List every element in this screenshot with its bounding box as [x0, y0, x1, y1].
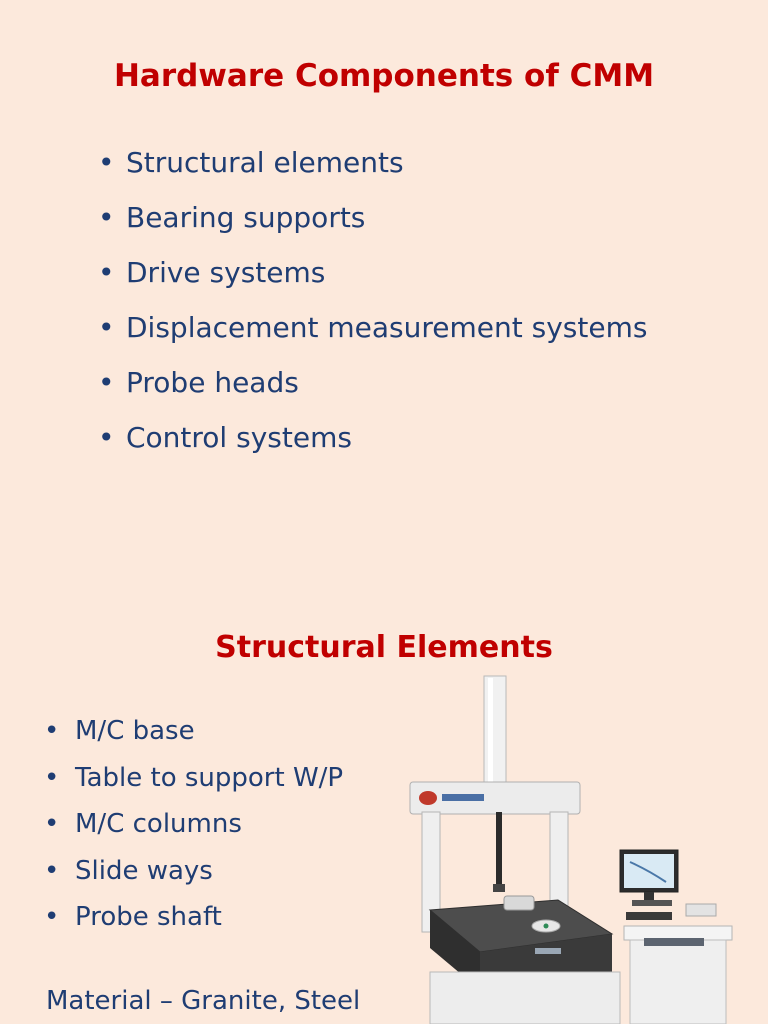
slide-title: Hardware Components of CMM — [113, 58, 655, 94]
bullet-icon: • — [44, 809, 60, 839]
list-item: • Table to support W/P — [44, 755, 343, 802]
list-item-text: Probe shaft — [75, 902, 222, 932]
bullet-icon: • — [44, 855, 60, 886]
list-item-text: Slide ways — [75, 855, 213, 886]
list-item: • Probe shaft — [44, 894, 343, 941]
brand-logo — [419, 791, 437, 805]
control-desk — [623, 925, 733, 941]
list-item-text: Drive systems — [126, 256, 326, 289]
list-item: • Probe heads — [98, 360, 647, 415]
list-item: • Drive systems — [98, 250, 647, 305]
bullet-icon: • — [98, 421, 115, 454]
list-item-text: Structural elements — [126, 146, 404, 179]
bullet-list: • Structural elements • Bearing supports •… — [98, 140, 647, 470]
list-item-text: M/C base — [75, 716, 195, 746]
list-item: • Control systems — [98, 415, 647, 470]
bullet-list: • M/C base • Table to support W/P • M/C col… — [44, 708, 343, 941]
slide-title: Structural Elements — [215, 630, 553, 665]
keyboard — [626, 912, 672, 920]
machine-cabinet — [429, 971, 621, 1024]
slide-structural-elements: Structural Elements • M/C base • Table to … — [0, 512, 768, 1024]
bullet-icon: • — [98, 366, 115, 399]
list-item: • M/C base — [44, 708, 343, 755]
bullet-icon: • — [44, 902, 60, 932]
list-item-text: M/C columns — [75, 809, 242, 839]
list-item: • Bearing supports — [98, 195, 647, 250]
list-item-text: Displacement measurement systems — [126, 311, 648, 344]
list-item-text: Control systems — [126, 421, 352, 454]
material-note: Material – Granite, Steel — [46, 986, 361, 1016]
bullet-icon: • — [44, 716, 60, 746]
bridge-upright — [483, 675, 507, 797]
bullet-icon: • — [98, 201, 115, 234]
cmm-machine-illustration — [409, 675, 733, 1024]
bullet-icon: • — [98, 311, 115, 344]
list-item-text: Probe heads — [126, 366, 299, 399]
list-item: • Displacement measurement systems — [98, 305, 647, 360]
slide-hardware-components: Hardware Components of CMM • Structural e… — [98, 58, 655, 470]
probe-shaft — [496, 812, 502, 887]
list-item: • Slide ways — [44, 848, 343, 895]
bullet-icon: • — [98, 146, 115, 179]
list-item-text: Table to support W/P — [75, 762, 344, 793]
list-item: • Structural elements — [98, 140, 647, 195]
list-item: • M/C columns — [44, 801, 343, 848]
bridge-beam — [409, 781, 581, 815]
list-item-text: Bearing supports — [126, 201, 366, 234]
bullet-icon: • — [44, 762, 60, 793]
bullet-icon: • — [98, 256, 115, 289]
